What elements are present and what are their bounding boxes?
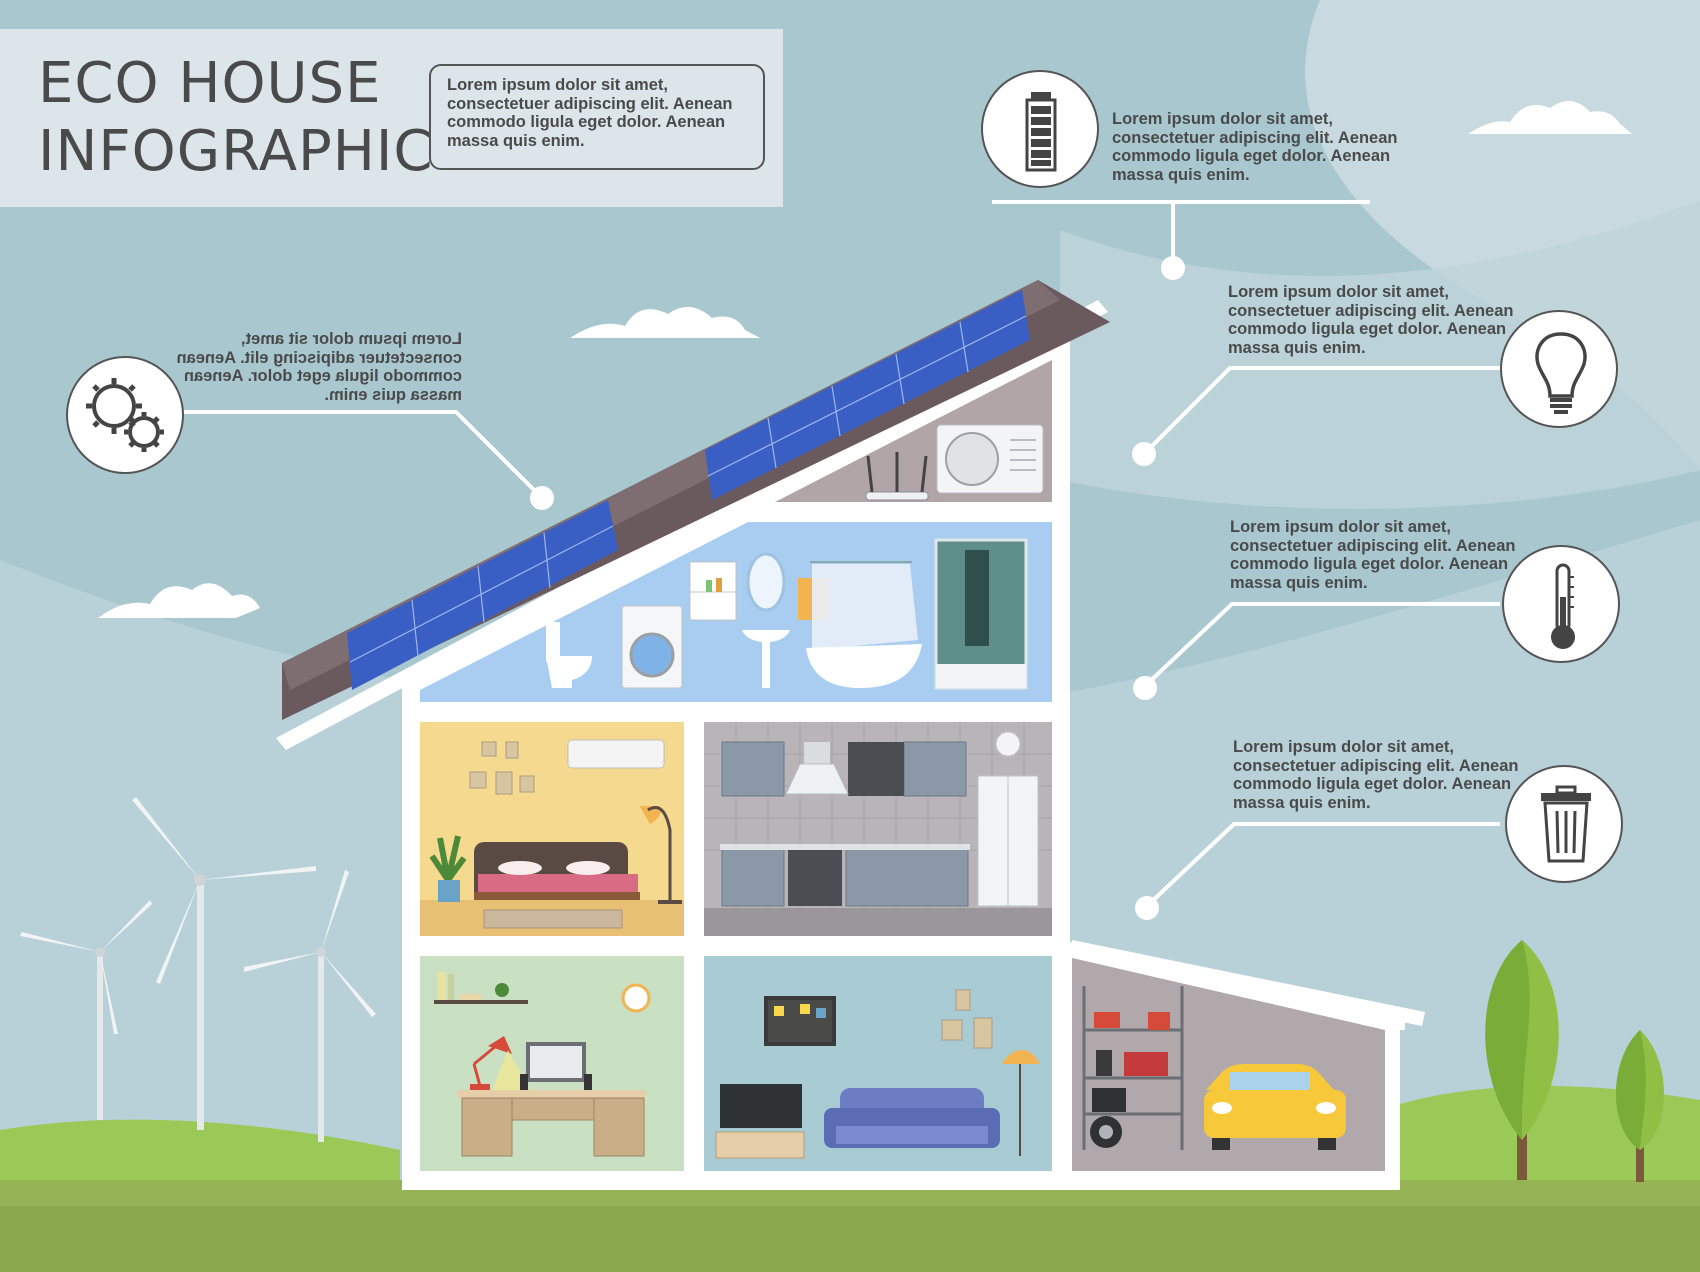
desk <box>458 1090 646 1157</box>
floor-lamp <box>1002 1050 1040 1156</box>
gears-icon-circle <box>66 356 184 474</box>
computer-monitor <box>520 1042 592 1090</box>
tools-and-boxes <box>1090 1012 1170 1148</box>
trash-bin-icon-circle <box>1505 765 1623 883</box>
thermometer-icon-circle <box>1502 545 1620 663</box>
trash-bin-callout-text: Lorem ipsum dolor sit amet, consectetuer… <box>1233 738 1519 812</box>
gears-callout: Lorem ipsum dolor sit amet, consectetuer… <box>172 330 462 404</box>
router <box>865 452 929 501</box>
corkboard <box>764 996 836 1046</box>
battery-icon <box>1025 92 1057 172</box>
wall-clock <box>621 983 651 1013</box>
air-conditioner <box>567 739 665 769</box>
light-bulb-callout: Lorem ipsum dolor sit amet, consectetuer… <box>1228 283 1518 357</box>
range-hood <box>785 742 849 795</box>
bathroom-shelf <box>689 561 737 621</box>
cloud <box>98 583 260 618</box>
bathtub <box>806 561 922 688</box>
wall-clock <box>995 731 1021 757</box>
title-line-1: ECO HOUSE <box>38 51 382 116</box>
gears-icon <box>86 378 164 452</box>
wall-pictures <box>941 989 993 1049</box>
thermometer-callout: Lorem ipsum dolor sit amet, consectetuer… <box>1230 518 1520 592</box>
cloud <box>570 306 760 338</box>
shower-cabin <box>934 538 1028 690</box>
car <box>1204 1064 1346 1150</box>
gears-callout-text: Lorem ipsum dolor sit amet, consectetuer… <box>176 330 462 404</box>
wind-turbine <box>132 797 316 1130</box>
trash-bin-icon <box>1541 785 1591 863</box>
connector-lines <box>184 200 1500 908</box>
battery-icon-circle <box>981 70 1099 188</box>
trash-bin-callout: Lorem ipsum dolor sit amet, consectetuer… <box>1233 738 1523 812</box>
rug <box>483 909 623 929</box>
thermometer-icon <box>1551 563 1575 649</box>
sink <box>742 552 790 688</box>
refrigerator <box>977 775 1039 907</box>
battery-callout-text: Lorem ipsum dolor sit amet, consectetuer… <box>1112 110 1398 184</box>
garage-shelves <box>1082 986 1184 1150</box>
light-bulb-icon-circle <box>1500 310 1618 428</box>
cloud <box>1468 100 1632 134</box>
title-panel <box>0 29 783 207</box>
connector-dots <box>530 256 1185 920</box>
upper-cabinets <box>721 741 967 797</box>
light-bulb-icon <box>1535 332 1587 414</box>
wall-shelf <box>434 972 528 1004</box>
wall-pictures <box>469 741 535 795</box>
sofa <box>824 1088 1000 1148</box>
washing-machine <box>621 605 683 689</box>
tv <box>715 1084 805 1159</box>
page-title: ECO HOUSE INFOGRAPHIC <box>38 50 434 186</box>
solar-panels <box>347 290 1030 690</box>
tree <box>1616 1030 1664 1182</box>
light-bulb-callout-text: Lorem ipsum dolor sit amet, consectetuer… <box>1228 283 1514 357</box>
potted-plant <box>429 835 467 902</box>
battery-callout: Lorem ipsum dolor sit amet, consectetuer… <box>1112 110 1402 184</box>
bed <box>474 842 640 900</box>
kitchen-floor <box>704 908 1052 936</box>
sky-swoosh <box>1060 200 1700 509</box>
floor-lamp <box>639 804 682 904</box>
tree <box>1485 940 1559 1180</box>
wind-turbine <box>20 900 152 1120</box>
intro-text-box: Lorem ipsum dolor sit amet, consectetuer… <box>429 64 765 170</box>
intro-text: Lorem ipsum dolor sit amet, consectetuer… <box>447 76 733 150</box>
lower-cabinets <box>720 844 970 907</box>
thermometer-callout-text: Lorem ipsum dolor sit amet, consectetuer… <box>1230 518 1516 592</box>
air-conditioner-unit <box>936 424 1044 494</box>
hill <box>0 1119 400 1185</box>
wind-turbine <box>244 870 376 1142</box>
title-line-2: INFOGRAPHIC <box>38 119 434 184</box>
toilet <box>546 622 592 688</box>
